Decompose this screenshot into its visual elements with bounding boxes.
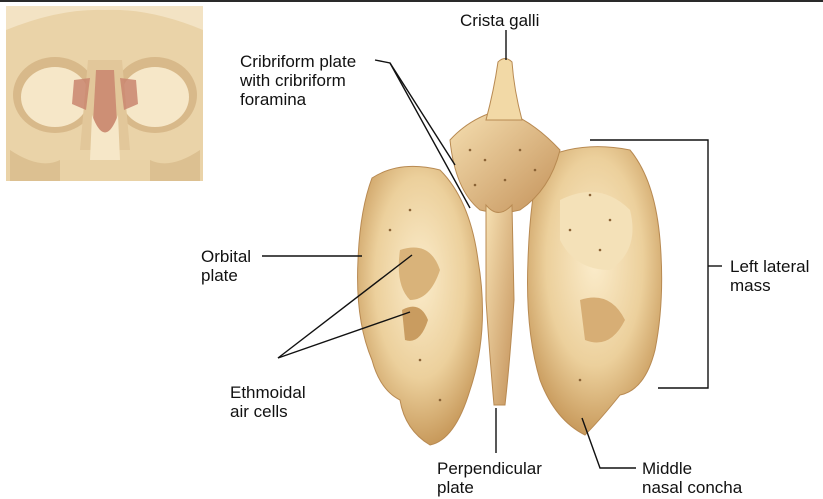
label-middle-concha-line1: Middle [642,459,693,478]
label-cribriform-line3: foramina [240,90,307,109]
label-orbital-plate: Orbital plate [201,247,251,285]
label-perpendicular-plate: Perpendicular plate [437,459,542,497]
label-crista-galli: Crista galli [460,11,540,30]
label-middle-nasal-concha: Middle nasal concha [642,459,742,497]
label-cribriform-line2: with cribriform [240,71,346,90]
label-cribriform-line1: Cribriform plate [240,52,357,71]
label-left-lateral-line1: Left lateral [730,257,810,276]
label-perpendicular-line1: Perpendicular [437,459,542,478]
label-left-lateral-mass: Left lateral mass [730,257,809,295]
top-border [0,0,823,2]
label-ethmoidal-line1: Ethmoidal [230,383,306,402]
label-orbital-line1: Orbital [201,247,252,266]
label-cribriform-plate: Cribriform plate with cribriform foramin… [240,52,356,109]
label-left-lateral-line2: mass [730,276,771,295]
label-perpendicular-line2: plate [437,478,474,497]
label-middle-concha-line2: nasal concha [642,478,743,497]
label-ethmoidal-line2: air cells [230,402,288,421]
label-ethmoidal-air-cells: Ethmoidal air cells [230,383,306,421]
label-orbital-line2: plate [201,266,238,285]
